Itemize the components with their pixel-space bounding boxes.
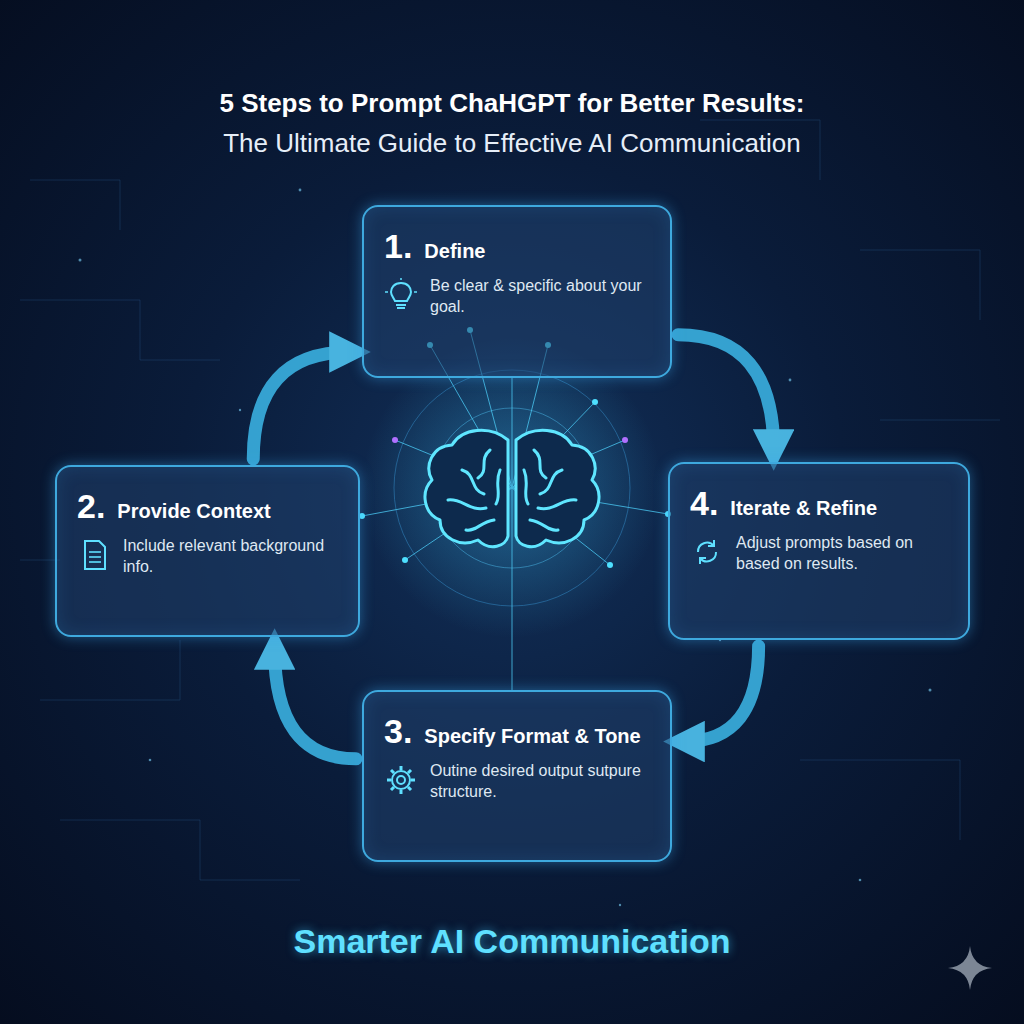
brain-icon: [425, 430, 599, 546]
diagram-title: 5 Steps to Prompt ChaHGPT for Better Res…: [0, 88, 1024, 119]
step-box: 1. Define Be clear & specific about your g…: [362, 205, 672, 378]
step-heading: Iterate & Refine: [730, 497, 877, 520]
step-icon: [384, 278, 418, 312]
step-number: 2.: [77, 487, 105, 526]
step-box: 2. Provide ContextInclude relevant backgr…: [55, 465, 360, 637]
step-icon: [690, 535, 724, 569]
step-heading: Specify Format & Tone: [424, 725, 640, 748]
flow-arrow: [253, 352, 350, 459]
circuit-lines: [20, 120, 1000, 880]
caption: Smarter AI Communication: [0, 922, 1024, 961]
step-description: Outine desired output sutpure structure.: [430, 761, 652, 803]
step-number: 3.: [384, 712, 412, 751]
step-heading: Provide Context: [117, 500, 270, 523]
step-body: Outine desired output sutpure structure.: [384, 761, 652, 803]
step-icon: [384, 763, 418, 797]
step-header: 4. Iterate & Refine: [690, 484, 950, 523]
flow-arrow: [678, 335, 774, 450]
step-description: Include relevant background info.: [123, 536, 340, 578]
step-body: Include relevant background info.: [77, 536, 340, 578]
step-description: Be clear & specific about your goal.: [430, 276, 652, 318]
step-icon: [77, 538, 111, 572]
flow-arrow: [275, 649, 356, 759]
flow-arrow: [684, 646, 759, 742]
step-body: Adjust prompts based on based on results…: [690, 533, 950, 575]
subtitle: The Ultimate Guide to Effective AI Commu…: [0, 128, 1024, 159]
step-number: 1.: [384, 227, 412, 266]
step-description: Adjust prompts based on based on results…: [736, 533, 950, 575]
brain-rays: [362, 330, 668, 690]
step-box: 3. Specify Format & ToneOutine desired ou…: [362, 690, 672, 862]
step-box: 4. Iterate & RefineAdjust prompts based o…: [668, 462, 970, 640]
step-header: 3. Specify Format & Tone: [384, 712, 652, 751]
step-body: Be clear & specific about your goal.: [384, 276, 652, 318]
step-number: 4.: [690, 484, 718, 523]
step-header: 1. Define: [384, 227, 652, 266]
step-heading: Define: [424, 240, 485, 263]
sparkle-mark: [948, 946, 992, 990]
step-header: 2. Provide Context: [77, 487, 340, 526]
